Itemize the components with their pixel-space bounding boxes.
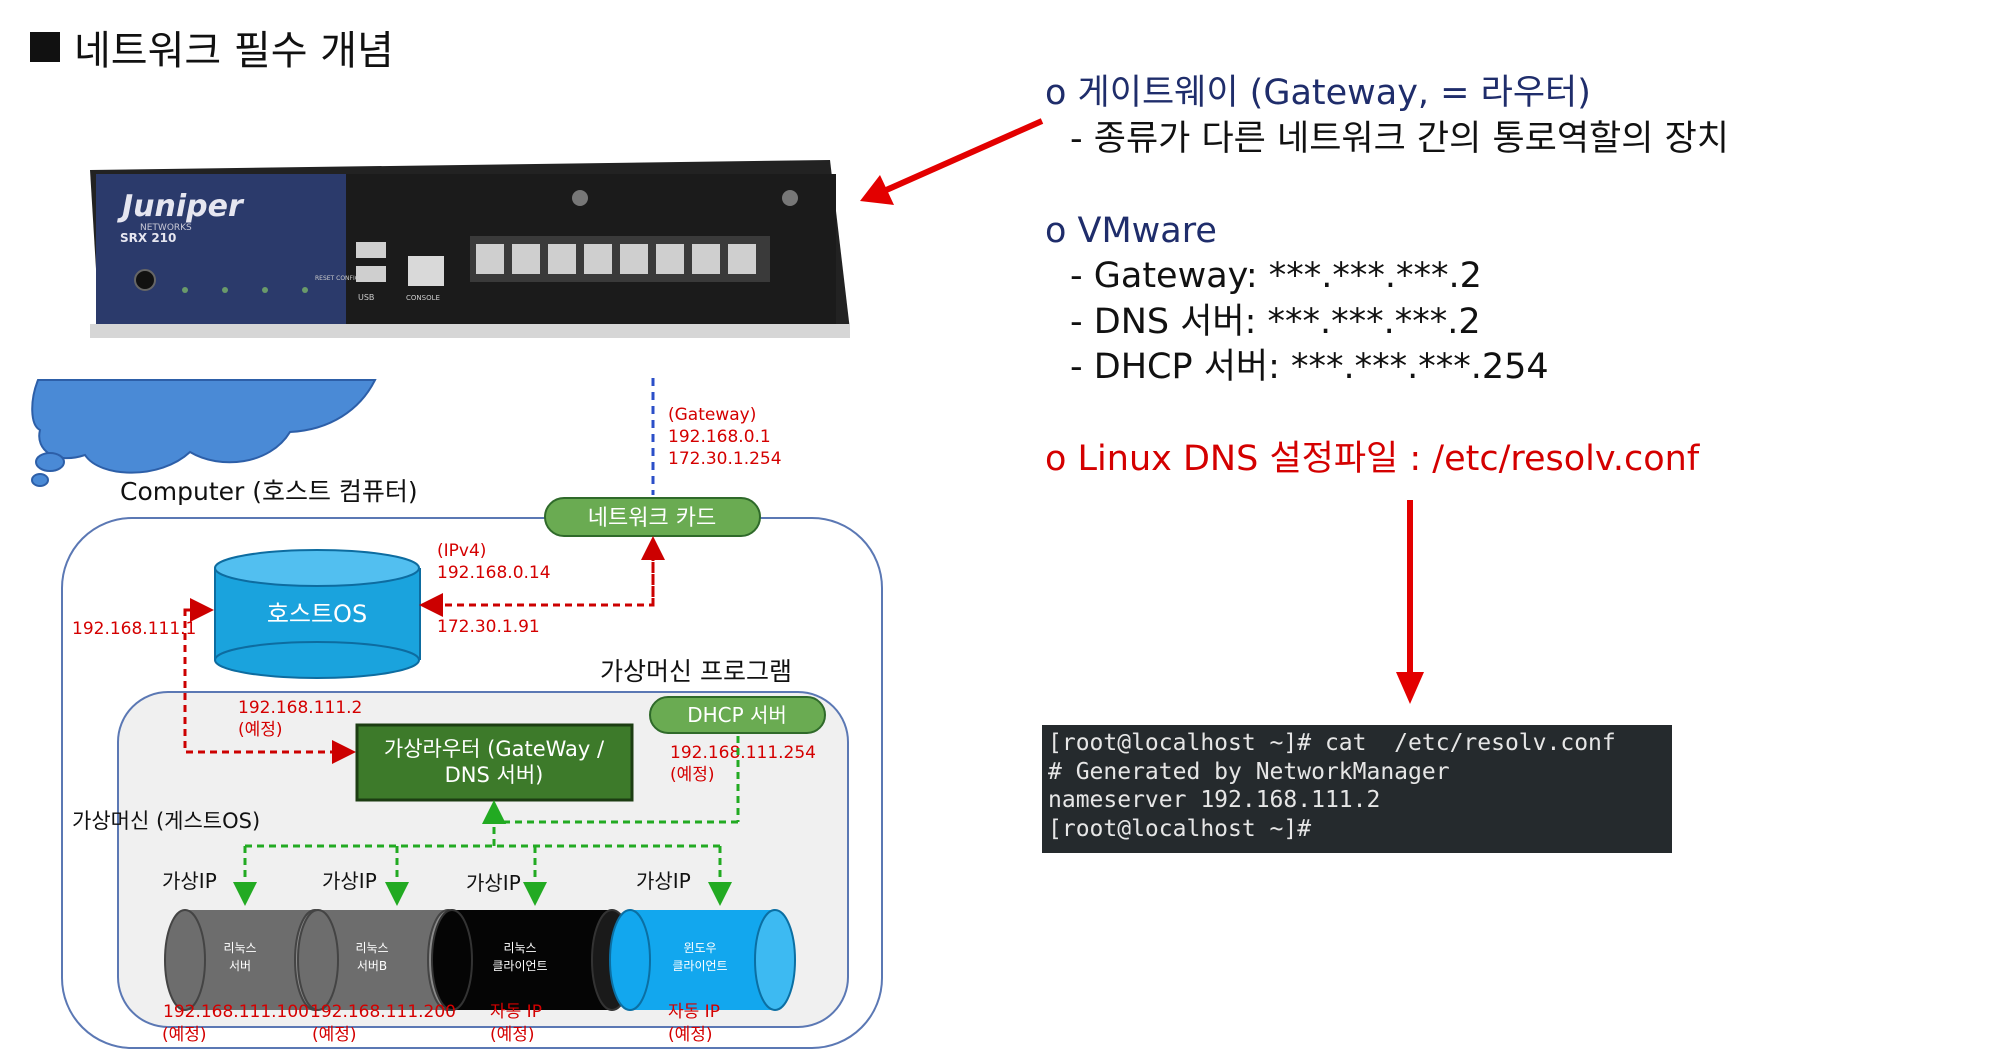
router-model: SRX 210 <box>120 231 176 245</box>
virtual-ip-label: 가상IP <box>636 869 691 893</box>
terminal-line: [root@localhost ~]# <box>1048 815 1312 842</box>
vrouter-label: 가상라우터 (GateWay / <box>384 737 605 761</box>
square-bullet-icon <box>30 32 60 62</box>
router-brand-sub: NETWORKS <box>140 223 192 233</box>
virtual-ip-label: 가상IP <box>322 869 377 893</box>
gateway-heading: o 게이트웨이 (Gateway, = 라우터) <box>1045 73 1591 113</box>
vrouter-label: DNS 서버) <box>445 763 544 787</box>
dhcp-node <box>649 696 826 734</box>
gateway-ip: 192.168.0.1 <box>668 427 771 447</box>
screw-icon <box>782 190 798 206</box>
vm-ip: 192.168.111.100 <box>163 1002 309 1022</box>
vm-windows-client: 윈도우 클라이언트 <box>609 909 796 1011</box>
vm-name: 리눅스 <box>503 941 536 955</box>
host-ip2: 172.30.1.91 <box>437 617 540 637</box>
vm-name: 리눅스 <box>223 941 256 955</box>
slide-title: 네트워크 필수 개념 <box>30 18 394 76</box>
dhcp-label: DHCP 서버 <box>687 703 787 727</box>
gateway-ip: 172.30.1.254 <box>668 449 782 469</box>
computer-label: Computer (호스트 컴퓨터) <box>120 477 418 506</box>
dhcp-note: (예정) <box>670 765 715 785</box>
arrow-down-icon <box>1396 500 1424 704</box>
vm-ip: 자동 IP <box>668 1002 720 1022</box>
vrouter-ip: 192.168.111.2 <box>238 698 362 718</box>
left-ip: 192.168.111.1 <box>72 619 196 639</box>
status-leds <box>182 287 308 293</box>
vmware-item: - Gateway: ***.***.***.2 <box>1070 256 1482 296</box>
virtual-ip-label: 가상IP <box>162 869 217 893</box>
vmware-item: - DNS 서버: ***.***.***.2 <box>1070 302 1481 342</box>
vrouter-note: (예정) <box>238 720 283 740</box>
vm-name: 리눅스 <box>355 941 388 955</box>
console-label: CONSOLE <box>406 294 440 302</box>
vmware-heading: o VMware <box>1045 211 1217 251</box>
linux-dns-heading: o Linux DNS 설정파일 : /etc/resolv.conf <box>1045 439 1700 479</box>
cloud-icon <box>31 379 377 487</box>
vmware-item: - DHCP 서버: ***.***.***.254 <box>1070 347 1549 387</box>
vm-linux-client: 리눅스 클라이언트 <box>431 909 633 1011</box>
nic-label: 네트워크 카드 <box>588 506 716 531</box>
reset-label: RESET CONFIG <box>315 275 360 282</box>
ethernet-ports <box>470 236 770 282</box>
vm-name: 서버 <box>229 959 251 973</box>
arrow-to-router-icon <box>860 118 1044 205</box>
console-port-icon <box>408 256 444 286</box>
host-ip-label: (IPv4) <box>437 541 486 561</box>
vm-ip: 자동 IP <box>490 1002 542 1022</box>
virtual-router-node <box>355 723 634 802</box>
terminal-line: nameserver 192.168.111.2 <box>1048 787 1381 813</box>
terminal-line: # Generated by NetworkManager <box>1048 758 1450 785</box>
usb-label: USB <box>358 293 374 302</box>
router-illustration: Juniper NETWORKS SRX 210 USB RESET CONFI… <box>90 160 850 338</box>
vm-ip: 192.168.111.200 <box>310 1002 456 1022</box>
host-os-label: 호스트OS <box>267 600 367 628</box>
vm-name: 윈도우 <box>683 941 716 955</box>
gateway-desc: - 종류가 다른 네트워크 간의 통로역할의 장치 <box>1070 119 1729 159</box>
virtual-ip-label: 가상IP <box>466 871 521 895</box>
vm-name: 서버B <box>357 959 387 973</box>
vm-note: (예정) <box>490 1025 535 1045</box>
slide-title-text: 네트워크 필수 개념 <box>74 28 394 74</box>
guest-os-label: 가상머신 (게스트OS) <box>72 809 260 833</box>
host-os-node: 호스트OS <box>214 549 421 679</box>
vm-name: 클라이언트 <box>492 959 547 973</box>
terminal-window: [root@localhost ~]# cat /etc/resolv.conf… <box>1042 725 1672 853</box>
gateway-label: (Gateway) <box>668 405 756 425</box>
screw-icon <box>572 190 588 206</box>
vm-note: (예정) <box>162 1025 207 1045</box>
dhcp-ip: 192.168.111.254 <box>670 743 816 763</box>
terminal-line: [root@localhost ~]# cat /etc/resolv.conf <box>1048 730 1616 756</box>
usb-port-icon <box>356 242 386 258</box>
vm-note: (예정) <box>312 1025 357 1045</box>
vm-name: 클라이언트 <box>672 959 727 973</box>
host-ip: 192.168.0.14 <box>437 563 551 583</box>
power-button-icon <box>134 269 156 291</box>
network-diagram: (Gateway) 192.168.0.1 172.30.1.254 Compu… <box>31 378 883 1049</box>
vm-note: (예정) <box>668 1025 713 1045</box>
usb-port-icon <box>356 266 386 282</box>
vm-program-label: 가상머신 프로그램 <box>600 657 792 686</box>
router-brand: Juniper <box>117 189 245 224</box>
